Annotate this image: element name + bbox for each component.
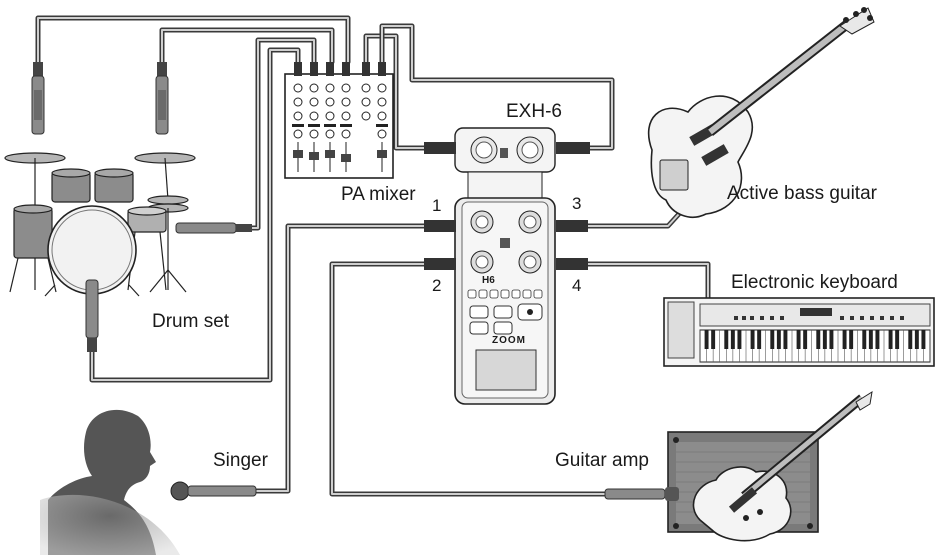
label-electronic-keyboard: Electronic keyboard [731,272,898,293]
pa-mixer-illustration [284,62,394,179]
exh6-capsule-illustration [424,127,590,201]
cable-overhead-right [159,27,335,65]
cable-keyboard-in4 [585,261,711,303]
label-guitar-amp: Guitar amp [555,450,649,471]
label-active-bass-guitar: Active bass guitar [727,183,877,204]
cables [35,15,711,497]
input-number-3: 3 [572,194,582,213]
kick-mic [85,279,99,352]
label-drum-set: Drum set [152,311,230,332]
input-number-1: 1 [432,196,442,215]
keyboard-keys [699,330,931,362]
h6-recorder-illustration [424,197,588,405]
electronic-keyboard-illustration [663,297,935,367]
recorder-model-label: H6 [482,275,495,286]
electric-guitar-illustration [692,390,873,542]
amp-mic [604,487,679,501]
active-bass-guitar-illustration [647,7,875,218]
overhead-mic-left [31,62,45,135]
overhead-mic-right [155,62,169,135]
input-number-4: 4 [572,276,582,295]
singer-illustration [40,409,257,555]
label-exh6: EXH-6 [506,101,562,122]
label-pa-mixer: PA mixer [341,184,416,205]
snare-mic [175,222,252,234]
drum-set-illustration [4,152,196,297]
label-singer: Singer [213,450,268,471]
recorder-brand-label: ZOOM [492,335,526,346]
input-number-2: 2 [432,276,442,295]
